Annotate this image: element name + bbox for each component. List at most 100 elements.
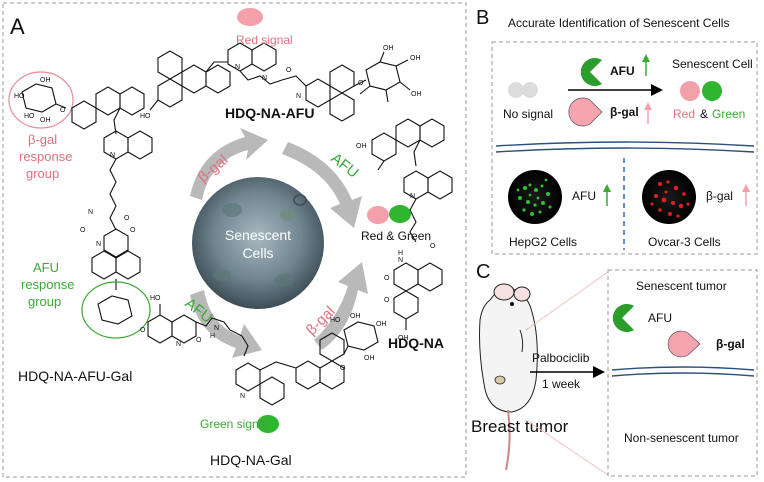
arrow-top-right xyxy=(282,142,362,228)
atom-o-bottom-1: O xyxy=(140,327,146,334)
atom-o-gal: O xyxy=(60,107,66,114)
atom-ho-gal-1: HO xyxy=(14,93,25,100)
senescent-cell-label: Senescent Cell xyxy=(672,57,753,71)
atom-o-imide-left-2: O xyxy=(130,227,136,234)
atom-n-amide-top: N xyxy=(262,75,267,82)
atom-h-right: H xyxy=(398,250,403,257)
ovcar3-micrograph xyxy=(642,170,696,224)
atom-n-amide-left: N xyxy=(88,209,93,216)
no-signal-label: No signal xyxy=(503,107,553,121)
beta-gal-group-line-1: β-gal xyxy=(28,132,57,147)
atom-o-glyco-top: O xyxy=(358,80,364,87)
molecule-hdq-na-gal xyxy=(147,304,379,433)
green-dot-b xyxy=(702,81,722,101)
membrane-b xyxy=(495,141,755,153)
panel-b-label: B xyxy=(476,7,489,29)
panel-a-border xyxy=(2,2,467,478)
panel-a-label: A xyxy=(10,14,25,39)
atom-oh-top-3: OH xyxy=(411,91,422,98)
afu-response-circle xyxy=(81,281,151,339)
panel-b-border xyxy=(491,41,758,255)
arrow-bottom-left xyxy=(190,290,262,358)
atom-o-amide-top: O xyxy=(286,67,292,74)
atom-oh-right: OH xyxy=(356,143,367,150)
atom-o-amide-right: O xyxy=(430,243,436,250)
atom-oh-bottom-3: OH xyxy=(364,355,375,362)
panel-b-title: Accurate Identification of Senescent Cel… xyxy=(508,16,729,30)
beta-gal-pacman-c xyxy=(667,330,701,358)
afu-pacman-c xyxy=(612,304,634,333)
panel-c-label: C xyxy=(476,261,490,283)
senescent-cells-image: Senescent Cells xyxy=(192,177,324,309)
senescent-tumor-label: Senescent tumor xyxy=(636,279,727,293)
beta-gal-label-c: β-gal xyxy=(716,337,745,351)
afu-label-c: AFU xyxy=(648,311,672,325)
afu-group-line-3: group xyxy=(28,294,61,309)
atom-oh-right-bottom: OH xyxy=(398,335,409,342)
mouse-illustration xyxy=(479,283,538,471)
molecule-hdq-na-gal-text: HO O O N N H N O OH OH OH HO Green signa… xyxy=(140,295,387,468)
atom-ho-gal-2: HO xyxy=(24,113,35,120)
green-label-b: Green xyxy=(712,107,745,121)
beta-gal-cell-label: β-gal xyxy=(706,189,733,203)
atom-o-imide-left-1: O xyxy=(80,227,86,234)
atom-n-imide-top: N xyxy=(296,93,301,100)
red-signal-label: Red signal xyxy=(236,33,293,47)
hdq-na-label: HDQ-NA xyxy=(388,335,444,351)
ovcar3-label: Ovcar-3 Cells xyxy=(648,235,721,249)
molecule-hdq-na-afu xyxy=(149,8,411,122)
hdq-na-gal-label: HDQ-NA-Gal xyxy=(210,452,292,468)
beta-gal-up-arrow-head-b xyxy=(644,102,652,110)
atom-ho-top: HO xyxy=(140,113,151,120)
molecule-hdq-na-afu-text: Red signal N N O N O HO OH OH OH HDQ-NA-… xyxy=(140,33,422,121)
afu-cell-label: AFU xyxy=(572,189,596,203)
afu-group-line-1: AFU xyxy=(33,260,59,275)
senescent-cells-label-2: Cells xyxy=(242,245,273,261)
red-and-green-label-a: Red & Green xyxy=(361,229,431,243)
atom-oh-top-2: OH xyxy=(410,55,421,62)
panel-c: C Breast tumor Palbociclib 1 week Senesc… xyxy=(471,261,758,477)
no-signal-dot-1 xyxy=(508,82,524,98)
hdq-na-afu-label: HDQ-NA-AFU xyxy=(225,105,314,121)
afu-pacman-b xyxy=(580,58,602,86)
senescent-cells-label-1: Senescent xyxy=(225,227,291,243)
atom-n-left: N xyxy=(110,152,115,159)
atom-n-imide-bottom: N xyxy=(176,341,181,348)
gray-arrows xyxy=(190,128,368,358)
atom-n-bottom: N xyxy=(240,393,245,400)
breast-tumor-label: Breast tumor xyxy=(471,417,569,436)
red-label-b: Red xyxy=(673,107,695,121)
atom-n-amide-bottom: N xyxy=(214,325,219,332)
afu-label-b: AFU xyxy=(610,64,635,78)
hepg2-label: HepG2 Cells xyxy=(509,235,577,249)
atom-o-imide-right-1: O xyxy=(384,275,390,282)
guide-line-top xyxy=(525,271,609,331)
atom-o-glyco-bottom: O xyxy=(340,365,346,372)
atom-h-bottom: H xyxy=(210,333,215,340)
atom-o-imide-right-2: O xyxy=(384,297,390,304)
beta-gal-response-circle xyxy=(8,71,74,129)
non-senescent-tumor-label: Non-senescent tumor xyxy=(624,431,739,445)
guide-line-bottom xyxy=(525,419,609,476)
hdq-na-afu-gal-label: HDQ-NA-AFU-Gal xyxy=(18,368,132,384)
atom-n-imide-left: N xyxy=(96,241,101,248)
red-signal-dot xyxy=(237,8,263,26)
panel-c-box xyxy=(607,269,758,477)
afu-cell-up-arrow-head xyxy=(603,184,611,192)
arrow-top-left xyxy=(190,128,268,200)
molecule-hdq-na-afu-gal xyxy=(8,71,153,339)
red-dot-hdq-na xyxy=(367,206,389,224)
beta-gal-group-line-3: group xyxy=(26,166,59,181)
green-dot-hdq-na xyxy=(389,205,411,223)
molecule-hdq-na-afu-gal-text: HO HO OH OH O β-gal response group N N O… xyxy=(14,77,136,384)
atom-n-amide-right: N xyxy=(398,257,403,264)
molecule-hdq-na-text: OH N H N O O O OH Red & Green HDQ-NA xyxy=(356,143,444,351)
beta-gal-cell-up-arrow-head xyxy=(742,184,750,192)
panel-a: A Senescent Cells β-gal AFU AFU β-gal xyxy=(2,2,467,478)
molecule-hdq-na xyxy=(367,118,453,330)
afu-up-arrow-head-b xyxy=(642,54,650,62)
atom-o-bottom-2: O xyxy=(196,337,202,344)
beta-gal-pacman-b xyxy=(568,97,603,127)
amp-label-b: & xyxy=(700,107,708,121)
